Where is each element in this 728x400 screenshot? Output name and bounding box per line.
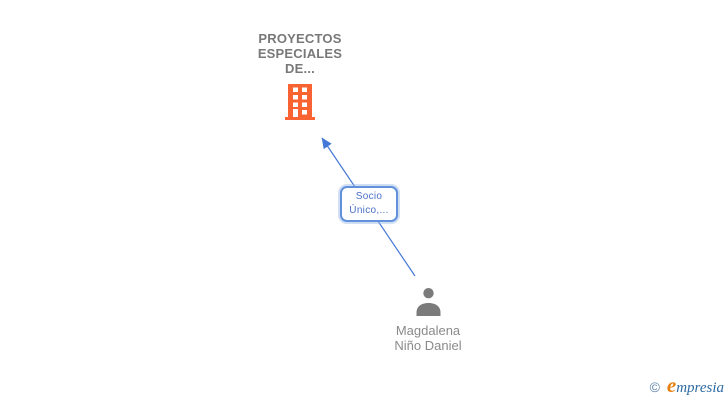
building-icon <box>285 84 315 120</box>
logo-text-rest: mpresia <box>676 380 724 396</box>
company-node[interactable]: PROYECTOS ESPECIALES DE... <box>220 31 380 120</box>
person-node[interactable]: Magdalena Niño Daniel <box>352 288 504 353</box>
brand-logo[interactable]: © e mpresia <box>650 375 724 397</box>
copyright-icon: © <box>649 379 660 395</box>
company-label: PROYECTOS ESPECIALES DE... <box>257 31 343 76</box>
edge-label-box[interactable]: Socio Único,... <box>340 186 398 222</box>
person-icon <box>416 288 440 316</box>
logo-text-initial: e <box>666 373 677 397</box>
person-label: Magdalena Niño Daniel <box>394 323 462 353</box>
edge-label: Socio Único,... <box>349 191 389 216</box>
